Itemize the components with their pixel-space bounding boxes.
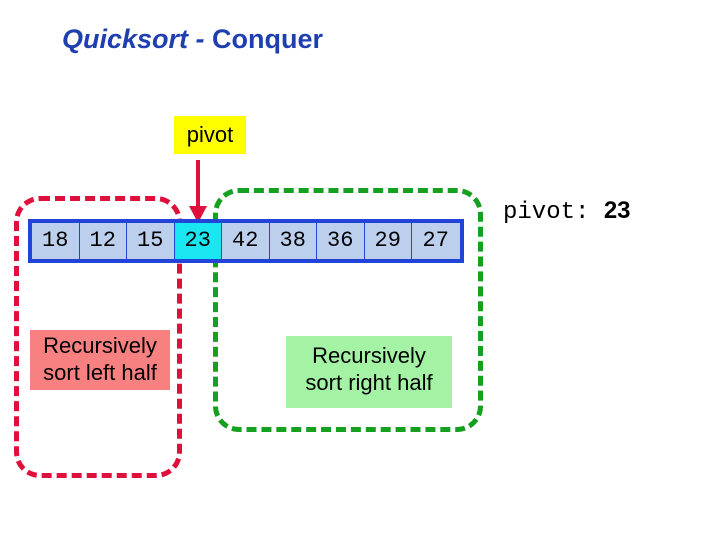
array-cell: 15: [127, 223, 175, 259]
right-note-line2: sort right half: [305, 370, 433, 395]
array-cell: 29: [364, 223, 412, 259]
array-cell-pivot: 23: [174, 223, 222, 259]
right-partition-region: [213, 188, 483, 432]
title-plain-part: Conquer: [212, 24, 324, 54]
slide-title: Quicksort - Conquer: [62, 24, 323, 55]
array-row: 18 12 15 23 42 38 36 29 27: [28, 219, 464, 263]
pivot-readout-value: 23: [603, 197, 631, 224]
pivot-arrow-icon: [189, 160, 207, 223]
array-cell: 12: [79, 223, 127, 259]
title-italic-part: Quicksort -: [62, 24, 213, 54]
left-note-line1: Recursively: [43, 333, 157, 358]
left-half-note: Recursively sort left half: [30, 330, 170, 390]
pivot-readout: pivot: 23: [503, 197, 631, 226]
array-cell: 36: [317, 223, 365, 259]
pivot-readout-label: pivot:: [503, 199, 604, 226]
array-cell: 18: [32, 223, 80, 259]
array-cell: 38: [269, 223, 317, 259]
array-cell: 27: [412, 223, 460, 259]
left-note-line2: sort left half: [43, 360, 157, 385]
right-note-line1: Recursively: [312, 343, 426, 368]
right-half-note: Recursively sort right half: [286, 336, 452, 408]
pivot-label: pivot: [174, 116, 246, 154]
array-cell: 42: [222, 223, 270, 259]
left-partition-region: [14, 196, 182, 478]
